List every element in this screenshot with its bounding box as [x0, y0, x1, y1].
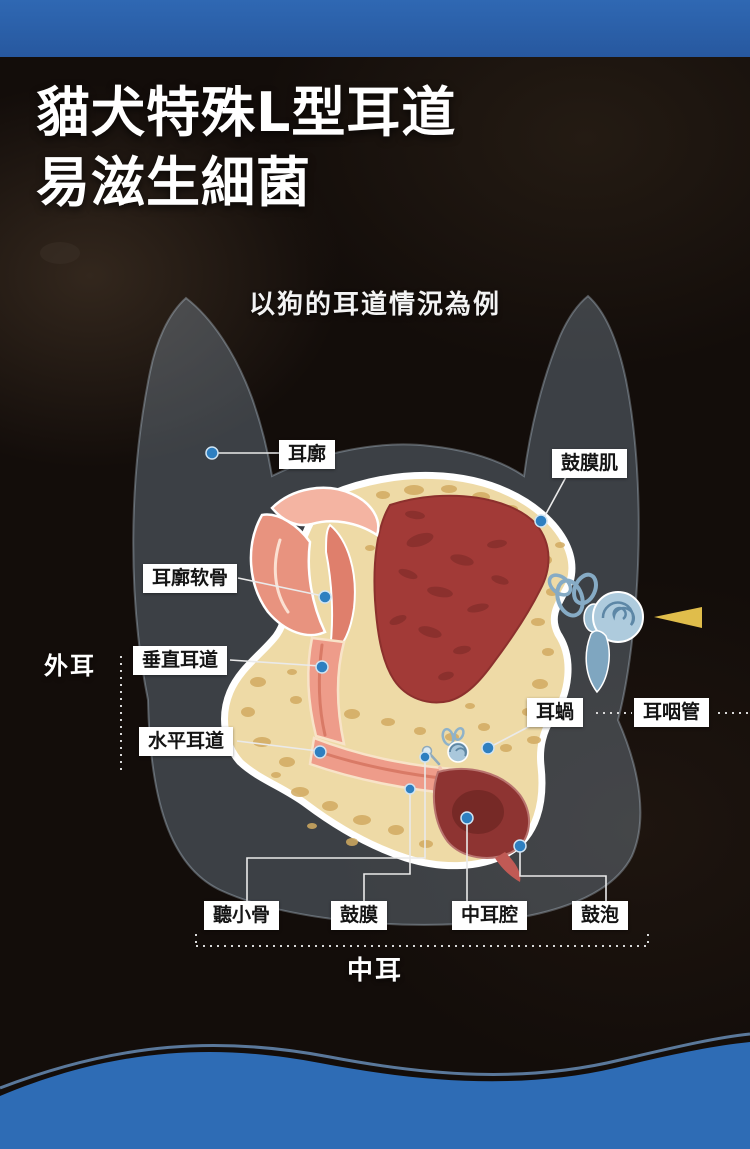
label-eardrum: 鼓膜 — [331, 901, 388, 930]
top-bar — [0, 0, 750, 57]
label-tympanic-membrane-muscle: 鼓膜肌 — [552, 449, 628, 478]
label-vertical-ear-canal: 垂直耳道 — [133, 646, 228, 675]
callout-lines — [218, 452, 607, 902]
page-title: 貓犬特殊L型耳道 易滋生細菌 — [36, 78, 456, 218]
vertical-canal-shading — [317, 643, 327, 737]
label-eustachian-tube: 耳咽管 — [634, 698, 710, 727]
title-line-1: 貓犬特殊L型耳道 — [36, 81, 457, 144]
label-cochlea: 耳蝸 — [527, 698, 584, 727]
pinna-cartilage-shape — [249, 486, 380, 652]
marker-dots — [205, 446, 548, 853]
bottom-wave — [0, 1032, 750, 1149]
label-ossicles: 聽小骨 — [204, 901, 280, 930]
label-outer-ear: 外耳 — [44, 652, 96, 680]
zone-dotted-lines — [120, 656, 749, 947]
title-line-2: 易滋生細菌 — [36, 151, 311, 215]
label-pinna: 耳廓 — [279, 440, 336, 469]
cavity-inner-shadow — [452, 790, 504, 834]
label-tympanic-bulla: 鼓泡 — [572, 901, 629, 930]
muscle-texture — [389, 510, 509, 681]
cochlea-illustration — [547, 572, 702, 694]
pointer-stick — [654, 607, 702, 628]
background-photo-highlight — [40, 242, 80, 264]
label-pinna-cartilage: 耳廓软骨 — [143, 564, 238, 593]
label-middle-ear: 中耳 — [346, 956, 403, 986]
vertical-canal-shape — [306, 636, 346, 746]
inner-cochlea-shape — [441, 727, 469, 763]
cavity-tail — [495, 852, 521, 882]
subtitle: 以狗的耳道情況為例 — [248, 290, 501, 320]
label-horizontal-ear-canal: 水平耳道 — [139, 727, 234, 756]
label-middle-ear-cavity: 中耳腔 — [452, 901, 528, 930]
